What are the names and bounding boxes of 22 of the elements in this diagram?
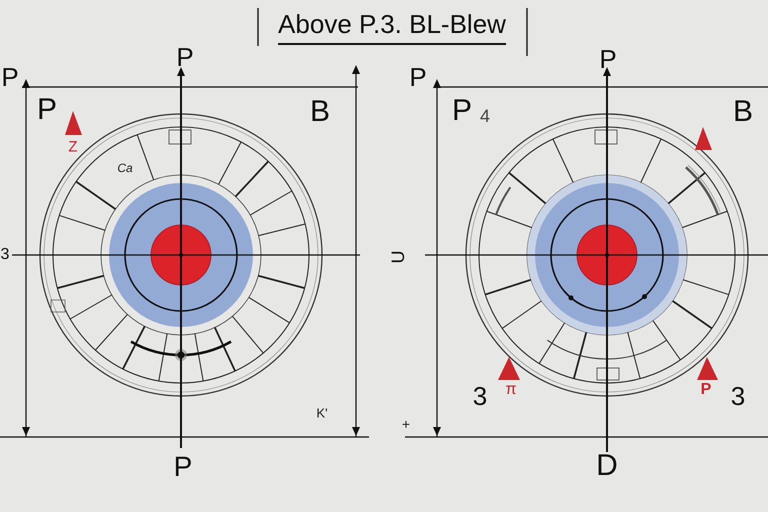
axis-label: P — [174, 453, 192, 481]
corner-label: B — [310, 97, 330, 127]
marker-label: P — [700, 382, 712, 398]
number-label: 3 — [730, 383, 746, 409]
title: Above P.3. BL-Blew — [278, 11, 506, 45]
marker-label: π — [505, 382, 517, 398]
corner-label: P — [409, 64, 427, 90]
axis-label: 3 — [0, 247, 10, 263]
ring-label: Ca — [117, 162, 133, 174]
number-label: 4 — [480, 107, 490, 125]
corner-label: B — [733, 97, 753, 127]
axis-label: P — [599, 46, 617, 72]
axis-label: U — [389, 250, 407, 264]
marker-label: Z — [68, 140, 78, 154]
number-label: 3 — [472, 383, 488, 409]
axis-label: D — [596, 451, 618, 481]
corner-label: P — [452, 96, 472, 126]
note-label: + — [402, 417, 410, 431]
note-label: K' — [316, 406, 328, 420]
corner-label: P — [37, 95, 57, 125]
corner-label: P — [1, 64, 19, 90]
axis-label: P — [176, 44, 194, 70]
